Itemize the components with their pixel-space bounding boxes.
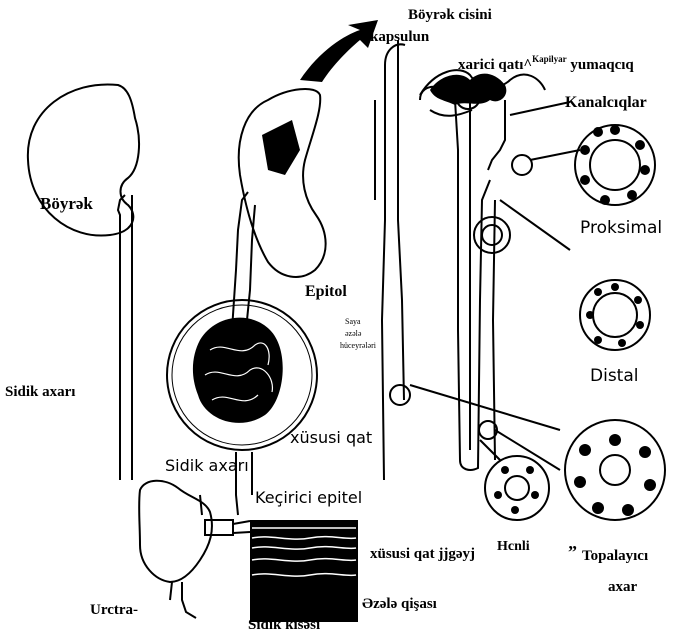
label-proximal: Proksimal [580, 220, 662, 237]
label-duct: axar [608, 580, 637, 595]
label-epithelium: Epitol [305, 284, 347, 300]
label-lamina-propria: xüsusi qat [290, 430, 372, 446]
ureter-left-line [118, 195, 125, 480]
label-outer-layer: xarici qatı [458, 57, 523, 73]
label-quote-mark: ” [568, 543, 577, 561]
label-henle: Hcnli [497, 540, 530, 554]
bladder-wall-sample-box [205, 520, 233, 535]
label-muscle-layer: Əzələ qişası [362, 597, 437, 612]
label-outer-layer-line: xarici qatı^Kapilyar yumaqcıq [458, 58, 634, 73]
label-kidney: Böyrək [40, 195, 93, 212]
label-collecting: Topalayıcı [582, 549, 648, 564]
label-transitional-epithelium: Keçirici epitel [255, 490, 362, 506]
label-smooth-muscle-2: əzələ [345, 330, 361, 338]
nephron-tubule [420, 87, 490, 470]
label-renal-capsule-2: kapsulun [370, 30, 429, 45]
label-ureter-left: Sidik axarı [5, 385, 75, 400]
label-glomerulus: yumaqcıq [570, 57, 633, 73]
label-urethra: Urctra- [90, 603, 138, 618]
bladder-wall-section [250, 520, 358, 622]
proximal-cross-section [575, 125, 655, 205]
label-bladder: Sidik kisəsi [248, 618, 320, 633]
label-distal: Distal [590, 368, 638, 385]
label-tubules: Kanalcıqlar [565, 95, 647, 111]
flow-arrow [300, 20, 378, 82]
label-lamina-propria-2: xüsusi qat jjgəyj [370, 547, 475, 562]
label-renal-capsule-1: Böyrək cisini [408, 8, 492, 23]
label-ureter-center: Sidik axarı [165, 458, 249, 474]
label-smooth-muscle-3: hüceyrələri [340, 342, 376, 350]
label-capillary: Kapilyar [532, 54, 567, 64]
label-caret: ^ [523, 57, 532, 73]
label-smooth-muscle-1: Saya [345, 318, 361, 326]
